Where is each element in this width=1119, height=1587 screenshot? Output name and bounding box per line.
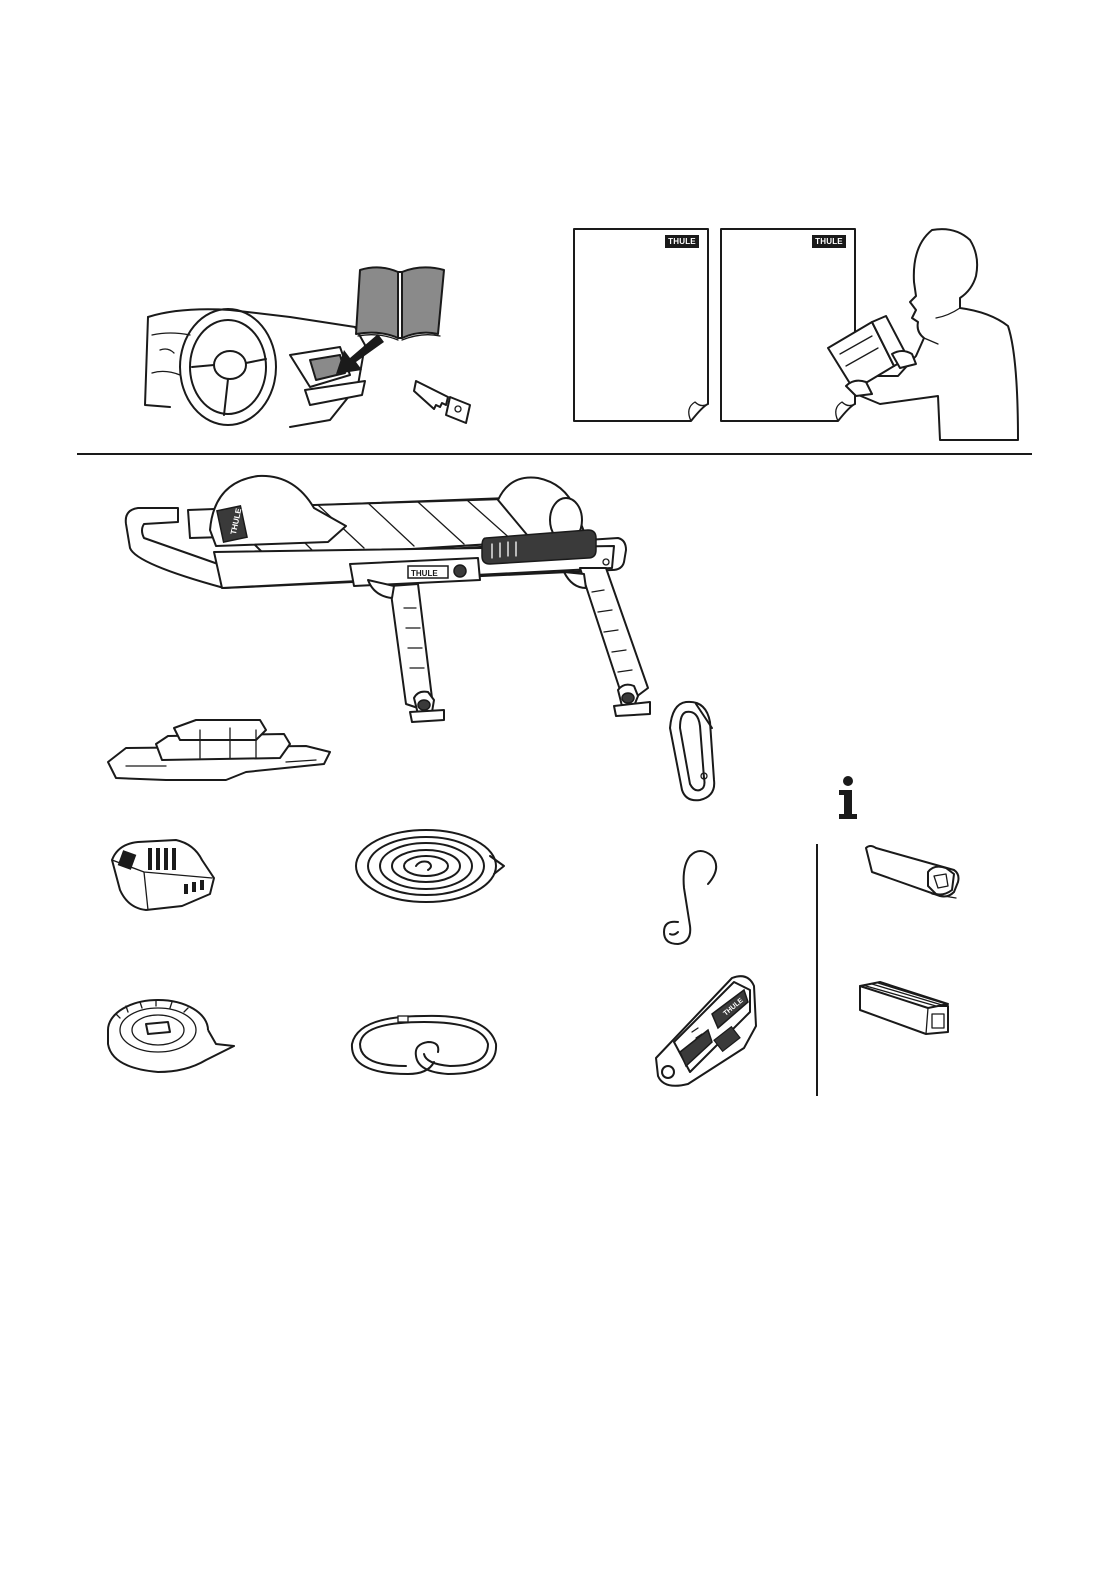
document-sheet-1: THULE <box>573 228 709 422</box>
document-logo: THULE <box>666 237 698 246</box>
key-icon <box>412 375 476 427</box>
end-cap-icon <box>108 838 218 914</box>
coiled-strap-icon <box>354 826 506 906</box>
s-hook-icon <box>660 848 726 948</box>
steering-wheel-icon <box>180 309 276 425</box>
rolled-rubber-strip-icon <box>106 990 236 1076</box>
square-roof-bar-icon <box>856 980 954 1040</box>
svg-text:THULE: THULE <box>411 569 438 578</box>
info-icon <box>836 776 860 820</box>
section-divider <box>77 453 1032 455</box>
loop-strap-icon <box>348 1012 500 1078</box>
bike-carrier-platform-icon: THULE THULE <box>118 468 638 740</box>
foot-pad-icon <box>106 718 332 784</box>
carabiner-icon <box>666 698 724 804</box>
info-divider <box>816 844 818 1096</box>
person-reading-icon <box>820 226 1025 442</box>
aero-roof-bar-icon <box>862 842 964 900</box>
arrow-icon <box>330 330 386 378</box>
multi-tool-icon: THULE <box>652 972 758 1090</box>
